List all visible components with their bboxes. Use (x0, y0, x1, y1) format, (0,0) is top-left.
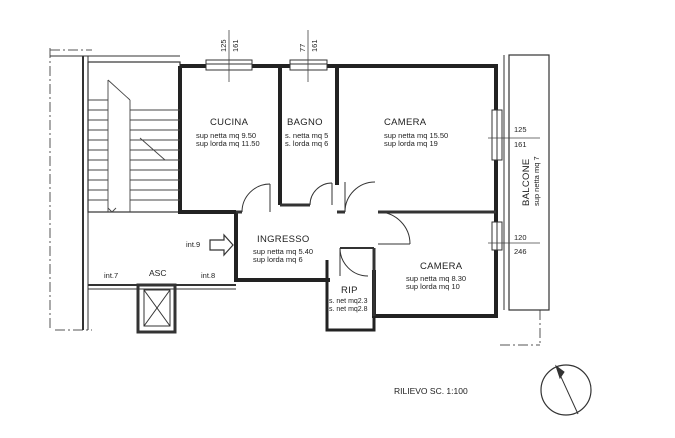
window-cucina-height: 161 (231, 39, 240, 52)
staircase (88, 79, 180, 213)
window-camera1-height: 161 (514, 140, 527, 149)
room-ingresso-net: sup netta mq 5.40 (253, 246, 314, 256)
room-bagno-gross: s. lorda mq 6 (285, 139, 329, 149)
room-bagno: BAGNO s. netta mq 5 s. lorda mq 6 (285, 118, 328, 149)
elevator-shaft (136, 283, 177, 334)
door-swings (241, 181, 411, 277)
window-bagno-width: 77 (298, 43, 307, 52)
label-int8: int.8 (201, 271, 216, 280)
label-int7: int.7 (104, 271, 119, 280)
window-bagno-height: 161 (310, 39, 319, 52)
room-balcone-name: BALCONE (521, 158, 532, 206)
room-camera-1: CAMERA sup netta mq 15.50 sup lorda mq 1… (384, 118, 448, 149)
room-bagno-net: s. netta mq 5 (285, 130, 329, 140)
room-ingresso: INGRESSO sup netta mq 5.40 sup lorda mq … (253, 235, 313, 265)
label-asc: ASC (149, 268, 167, 278)
boundary-lines (49, 48, 541, 346)
scale-caption: RILIEVO SC. 1:100 (394, 386, 468, 396)
room-ingresso-name: INGRESSO (257, 234, 310, 245)
room-camera-1-gross: sup lorda mq 19 (384, 139, 438, 149)
room-rip-gross: s. net mq2.8 (329, 305, 368, 313)
room-bagno-name: BAGNO (287, 117, 323, 128)
room-cucina: CUCINA sup netta mq 9.50 sup lorda mq 11… (196, 118, 260, 149)
window-camera2-height: 246 (514, 247, 527, 256)
room-rip: RIP s. net mq2.3 s. net mq2.8 (329, 286, 368, 314)
windows-right (491, 109, 503, 251)
room-camera-2-net: sup netta mq 8.30 (406, 273, 467, 283)
room-ingresso-gross: sup lorda mq 6 (253, 255, 303, 265)
room-balcone: BALCONE sup netta mq 7 (521, 156, 541, 206)
room-cucina-net: sup netta mq 9.50 (196, 130, 257, 140)
window-cucina-width: 125 (219, 39, 228, 52)
label-int9: int.9 (186, 240, 201, 249)
dimension-lines (228, 30, 540, 244)
entry-arrow (209, 233, 234, 257)
north-arrow (540, 364, 592, 416)
room-camera-2-name: CAMERA (420, 261, 463, 272)
room-balcone-net: sup netta mq 7 (531, 156, 541, 206)
room-camera-1-net: sup netta mq 15.50 (384, 130, 449, 140)
window-camera2-width: 120 (514, 233, 527, 242)
room-cucina-name: CUCINA (210, 117, 249, 128)
room-cucina-gross: sup lorda mq 11.50 (196, 139, 260, 149)
room-camera-2-gross: sup lorda mq 10 (406, 282, 460, 292)
window-camera1-width: 125 (514, 125, 527, 134)
building-walls (50, 54, 550, 332)
room-rip-net: s. net mq2.3 (329, 297, 368, 305)
room-camera-2: CAMERA sup netta mq 8.30 sup lorda mq 10 (406, 262, 466, 292)
room-camera-1-name: CAMERA (384, 117, 427, 128)
room-rip-name: RIP (341, 285, 358, 296)
